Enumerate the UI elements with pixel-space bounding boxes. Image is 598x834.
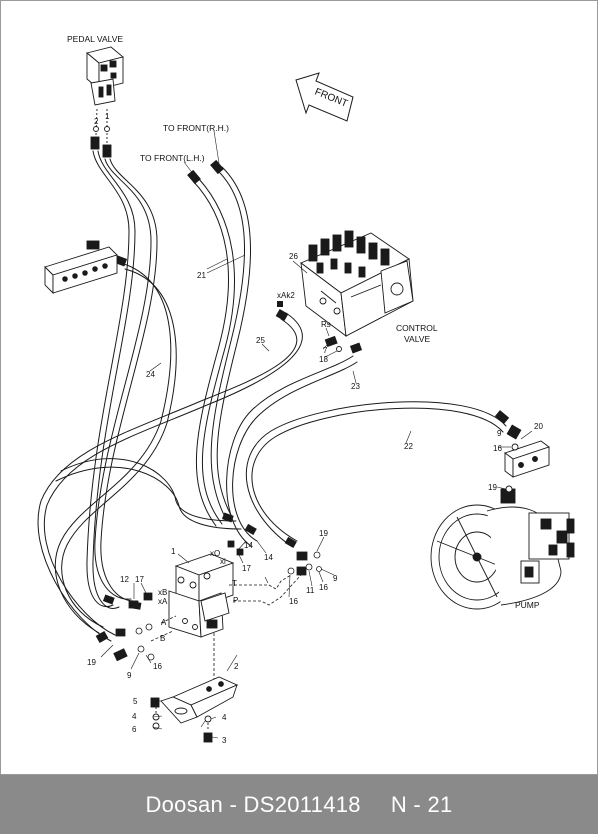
callout-16-mid: 16 xyxy=(289,597,298,606)
callout-22: 22 xyxy=(404,442,413,451)
port-p-label: P xyxy=(233,596,238,605)
callout-16-right: 16 xyxy=(493,444,502,453)
diagram-sheet: FRONT xyxy=(0,0,598,775)
callout-19-mid: 19 xyxy=(319,529,328,538)
front-arrow: FRONT xyxy=(295,72,354,122)
xak2-fitting xyxy=(277,301,283,307)
port-b-label: B xyxy=(160,634,165,643)
bundle-line-2 xyxy=(55,466,242,530)
callout-17-left: 17 xyxy=(135,575,144,584)
callout-19-left: 19 xyxy=(87,658,96,667)
callout-9-mid: 9 xyxy=(333,574,338,583)
hose-23-b xyxy=(232,361,358,542)
callout-1: 1 xyxy=(171,547,176,556)
hose-24-b xyxy=(61,268,177,628)
front-rh-label: TO FRONT(R.H.) xyxy=(163,123,229,133)
part-number: Doosan - DS2011418 xyxy=(145,791,361,817)
callout-23: 23 xyxy=(351,382,360,391)
callout-6: 6 xyxy=(132,725,137,734)
manifold-block xyxy=(44,240,118,295)
pump xyxy=(430,488,575,610)
manifold-block-20 xyxy=(504,424,550,493)
callout-26: 26 xyxy=(289,252,298,261)
right-fittings xyxy=(227,540,322,576)
front-lh-label: TO FRONT(L.H.) xyxy=(140,153,205,163)
bundle-line-1 xyxy=(60,458,237,522)
callout-7: 7 xyxy=(323,346,328,355)
pilot-line-right-b xyxy=(100,158,158,602)
hose-25-b xyxy=(43,312,303,636)
port-xo-label: xO xyxy=(210,549,220,558)
hose-23 xyxy=(226,355,354,547)
control-valve xyxy=(300,230,414,352)
callout-9-right: 9 xyxy=(497,429,502,438)
callout-21: 21 xyxy=(197,271,206,280)
port-a-label: A xyxy=(161,618,167,627)
control-valve-label-1: CONTROL xyxy=(396,323,438,333)
hose-21b-b xyxy=(198,178,235,525)
hydraulic-piping-diagram: FRONT xyxy=(37,34,575,745)
pedal-valve-label: PEDAL VALVE xyxy=(67,34,123,44)
callout-17-mid: 17 xyxy=(242,564,251,573)
hose-21b xyxy=(192,180,229,527)
left-fittings xyxy=(113,592,155,662)
hose-24 xyxy=(54,262,172,634)
callout-9-left: 9 xyxy=(127,671,132,680)
callout-14-b: 14 xyxy=(264,553,273,562)
pv-callout-1: 1 xyxy=(105,112,110,121)
callout-24: 24 xyxy=(146,370,155,379)
callout-14-a: 14 xyxy=(244,541,253,550)
hose-22 xyxy=(245,401,507,547)
hose-21a-b xyxy=(216,166,252,518)
hose-22-b xyxy=(251,407,504,542)
port-t-label: T xyxy=(232,579,237,588)
pilot-valve-assembly xyxy=(168,553,235,638)
callout-25: 25 xyxy=(256,336,265,345)
port-xak2-label: xAk2 xyxy=(277,291,295,300)
port-xa-label: xA xyxy=(158,597,168,606)
callout-4-right: 4 xyxy=(222,713,227,722)
pilot-line-left-b xyxy=(92,150,136,609)
page-number: N - 21 xyxy=(390,791,453,817)
callout-5: 5 xyxy=(133,697,138,706)
callout-18: 18 xyxy=(319,355,328,364)
callout-3: 3 xyxy=(222,736,227,745)
hose-25 xyxy=(37,318,298,642)
port-rs-label: Rs xyxy=(321,320,331,329)
pilot-line-right xyxy=(94,158,152,600)
pilot-line-left xyxy=(86,150,130,607)
callout-2: 2 xyxy=(234,662,239,671)
callout-20: 20 xyxy=(534,422,543,431)
callout-16-left: 16 xyxy=(153,662,162,671)
mounting-bracket xyxy=(150,676,239,743)
callout-4-left: 4 xyxy=(132,712,137,721)
hose-21a xyxy=(210,168,246,520)
page-footer: Doosan - DS2011418 N - 21 xyxy=(0,775,598,834)
callout-12: 12 xyxy=(120,575,129,584)
pv-callout-2: 2 xyxy=(94,117,99,126)
pedal-valve xyxy=(86,46,124,158)
callout-19-right: 19 xyxy=(488,483,497,492)
pump-label: PUMP xyxy=(515,600,540,610)
callout-16-mid2: 16 xyxy=(319,583,328,592)
port-xi-label: xi xyxy=(220,557,226,566)
port-xb-label: xB xyxy=(158,588,167,597)
control-valve-label-2: VALVE xyxy=(404,334,430,344)
callout-11: 11 xyxy=(306,586,315,595)
